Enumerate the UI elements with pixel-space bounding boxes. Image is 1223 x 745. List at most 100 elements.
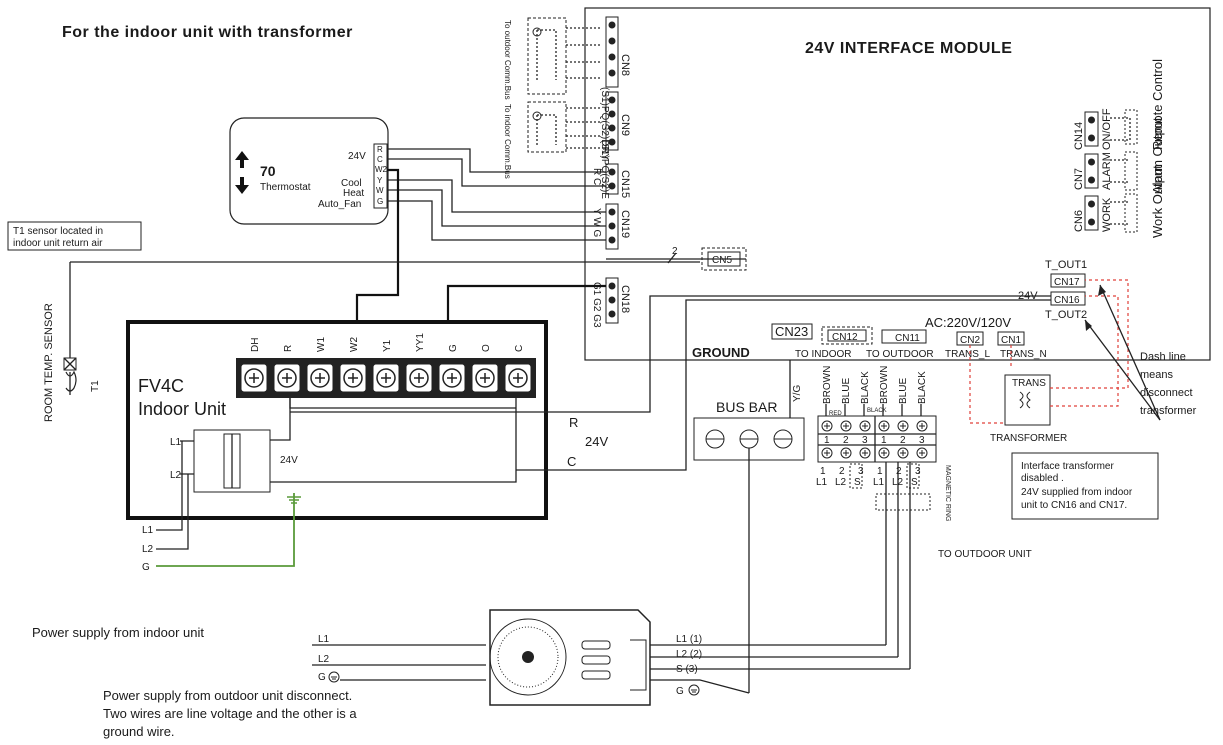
- wire-color-label: BLUE: [841, 378, 852, 404]
- thermostat-label: Thermostat: [260, 182, 311, 193]
- svg-text:CN19: CN19: [619, 210, 631, 238]
- svg-text:Indoor Unit: Indoor Unit: [138, 399, 226, 419]
- indoor-terminal-label: G: [448, 344, 459, 352]
- terminal-bottom-label: L1: [816, 477, 828, 488]
- svg-text:TRANSFORMER: TRANSFORMER: [990, 433, 1067, 444]
- svg-text:TRANS_L: TRANS_L: [945, 349, 990, 360]
- svg-text:Heat: Heat: [343, 188, 364, 199]
- output-relays: Remote Control Alarm Output Work Output: [1110, 59, 1165, 238]
- indoor-power-feed: L1 L2 G: [142, 441, 295, 573]
- terminal-block-screw: 1: [821, 420, 833, 459]
- tout-connectors: T_OUT1 CN17 24V CN16 T_OUT2: [1018, 259, 1087, 321]
- terminal-bottom-label: S: [854, 477, 861, 488]
- svg-text:RED: RED: [829, 411, 842, 417]
- svg-text:W: W: [376, 186, 384, 195]
- svg-text:BUS BAR: BUS BAR: [716, 399, 777, 415]
- indoor-terminal-label: R: [283, 345, 294, 352]
- svg-text:Y/G: Y/G: [792, 385, 803, 402]
- svg-text:24V supplied from indoor: 24V supplied from indoor: [1021, 487, 1133, 498]
- terminal-bottom-number: 1: [877, 466, 883, 477]
- cn7-connector: CN7 ALARM: [1073, 152, 1113, 190]
- svg-text:Cool: Cool: [341, 178, 362, 189]
- cn8-connector: (S1)PQ(S2)E CN8: [599, 16, 631, 199]
- terminal-number: 1: [881, 435, 887, 446]
- wire-color-label: BLACK: [917, 371, 928, 404]
- svg-text:Remote Control: Remote Control: [1150, 59, 1165, 150]
- svg-text:(S1)PQ(S2)DRY: (S1)PQ(S2)DRY: [599, 87, 610, 160]
- svg-text:Interface transformer: Interface transformer: [1021, 461, 1114, 472]
- svg-text:Power supply from outdoor unit: Power supply from outdoor unit disconnec…: [103, 688, 352, 703]
- svg-text:CN12: CN12: [832, 332, 858, 343]
- svg-text:CN11: CN11: [895, 333, 920, 344]
- svg-text:T1 sensor located in: T1 sensor located in: [13, 226, 103, 237]
- svg-text:WORK: WORK: [1101, 197, 1113, 232]
- svg-text:Auto_Fan: Auto_Fan: [318, 199, 361, 210]
- svg-text:R C: R C: [591, 168, 602, 185]
- svg-text:W2: W2: [375, 165, 388, 174]
- svg-text:G1 G2 G3: G1 G2 G3: [591, 282, 602, 328]
- svg-text:L1: L1: [318, 634, 330, 645]
- svg-text:CN1: CN1: [1001, 335, 1021, 346]
- svg-text:means: means: [1140, 369, 1174, 381]
- svg-text:Work Output: Work Output: [1150, 165, 1165, 238]
- svg-text:indoor unit return air: indoor unit return air: [13, 238, 103, 249]
- indoor-terminal-label: YY1: [415, 333, 426, 352]
- svg-text:BLACK: BLACK: [867, 408, 887, 414]
- indoor-terminal-yy1: [405, 363, 433, 393]
- svg-text:(S1)PQ(S2)E: (S1)PQ(S2)E: [599, 140, 610, 199]
- svg-text:unit to CN16 and CN17.: unit to CN16 and CN17.: [1021, 500, 1127, 511]
- outdoor-section: Power supply from indoor unit L1 L2 G L1…: [32, 609, 910, 739]
- svg-text:CN23: CN23: [775, 324, 808, 339]
- svg-text:disconnect: disconnect: [1140, 387, 1193, 399]
- svg-text:Alarm Output: Alarm Output: [1150, 117, 1165, 194]
- svg-text:disabled .: disabled .: [1021, 473, 1064, 484]
- t1-sensor: T1 sensor located in indoor unit return …: [7, 221, 746, 422]
- svg-text:G: G: [377, 197, 383, 206]
- svg-text:CN14: CN14: [1073, 122, 1085, 150]
- thermostat: 70 Thermostat 24V Cool Heat Auto_Fan R C…: [229, 117, 389, 225]
- terminal-number: 2: [900, 435, 906, 446]
- svg-text:T_OUT2: T_OUT2: [1045, 309, 1087, 321]
- svg-text:ground wire.: ground wire.: [103, 724, 175, 739]
- svg-text:CN9: CN9: [619, 114, 631, 136]
- outdoor-comm-bus: To outdoor Comm.Bus: [503, 17, 600, 100]
- terminal-bottom-number: 3: [858, 466, 864, 477]
- svg-text:CN17: CN17: [1054, 277, 1080, 288]
- svg-text:TO OUTDOOR UNIT: TO OUTDOOR UNIT: [938, 549, 1032, 560]
- svg-text:Y: Y: [377, 176, 383, 185]
- arrow-up-icon: [235, 151, 249, 168]
- terminal-bottom-number: 3: [915, 466, 921, 477]
- svg-text:R: R: [569, 415, 578, 430]
- svg-text:ROOM TEMP. SENSOR: ROOM TEMP. SENSOR: [43, 303, 55, 422]
- thermostat-wiring: [355, 148, 606, 340]
- indoor-comm-bus: To indoor Comm.Bus: [503, 101, 600, 179]
- trans-connectors: AC:220V/120V CN2 CN1 TRANS_L TRANS_N: [925, 315, 1047, 360]
- svg-text:MAGNETIC RING: MAGNETIC RING: [944, 465, 951, 521]
- terminal-bottom-label: S: [911, 477, 918, 488]
- svg-text:G: G: [676, 686, 684, 697]
- indoor-terminal-label: C: [514, 345, 525, 352]
- indoor-terminal-label: W1: [316, 337, 327, 352]
- cn15-connector: R C CN15: [591, 163, 631, 198]
- svg-text:TRANS_N: TRANS_N: [1000, 349, 1047, 360]
- indoor-terminal-label: O: [481, 344, 492, 352]
- svg-text:2: 2: [672, 246, 678, 257]
- svg-text:24V: 24V: [280, 455, 298, 466]
- outdoor-unit-icon: [489, 609, 651, 706]
- svg-text:L2: L2: [142, 544, 154, 555]
- terminal-number: 1: [824, 435, 830, 446]
- page-title: For the indoor unit with transformer: [62, 24, 353, 41]
- svg-text:Dash line: Dash line: [1140, 351, 1186, 363]
- terminal-block-screw: 3: [916, 420, 928, 459]
- indoor-unit-name: FV4C: [138, 376, 184, 396]
- terminal-bottom-number: 1: [820, 466, 826, 477]
- indoor-terminal-label: DH: [250, 338, 261, 352]
- arrow-down-icon: [235, 177, 249, 194]
- svg-text:TO INDOOR: TO INDOOR: [795, 349, 851, 360]
- svg-text:Power supply from indoor unit: Power supply from indoor unit: [32, 625, 204, 640]
- svg-text:To indoor Comm.Bus: To indoor Comm.Bus: [503, 104, 512, 179]
- svg-text:AC:220V/120V: AC:220V/120V: [925, 315, 1011, 330]
